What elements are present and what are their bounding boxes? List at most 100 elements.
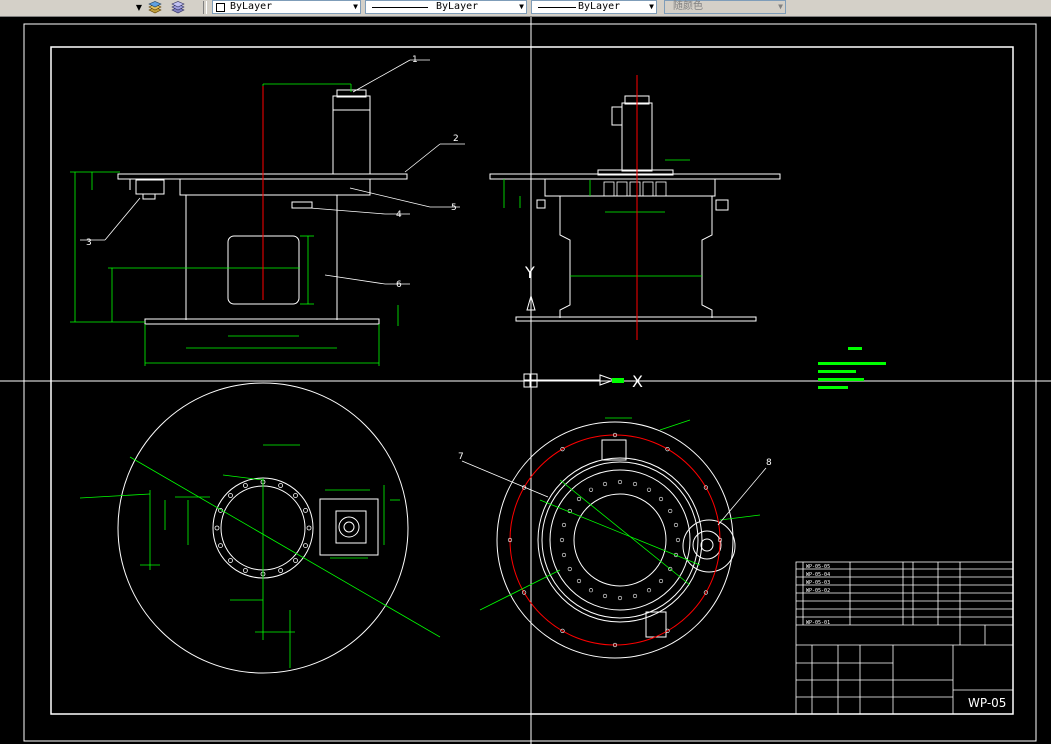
bolt-hole (242, 483, 248, 488)
leader-lines (80, 59, 465, 285)
bolt-hole (703, 590, 709, 595)
bolt-hole (303, 543, 308, 548)
bolt-hole (278, 483, 284, 488)
part-number: WP-05-02 (806, 588, 830, 594)
ucs-y-label: Y (524, 263, 535, 282)
slewing-ring-dimensions (479, 417, 761, 611)
bolt-hole (507, 537, 513, 543)
pitch-circle (509, 434, 721, 646)
bolt-hole (567, 566, 572, 572)
bolt-hole (303, 507, 308, 513)
plan-view-left-dimensions (79, 444, 441, 668)
bolt-circle-holes (507, 432, 723, 648)
part-number: WP-05-01 (806, 620, 830, 626)
bolt-hole (646, 588, 652, 593)
color-swatch-icon (216, 3, 225, 12)
lineweight-preview-icon (538, 7, 576, 8)
bolt-hole (278, 568, 284, 573)
bolt-hole (521, 590, 527, 595)
chevron-down-icon[interactable]: ▼ (353, 2, 358, 11)
properties-toolbar: ▼ ByLayer ▼ ByLayer ▼ ByLayer ▼ 随颜色 ▼ (0, 0, 1051, 17)
bolt-hole (218, 543, 223, 548)
bolt-hole (306, 525, 312, 531)
title-block-part-numbers: WP-05-05 WP-05-04 WP-05-03 WP-05-02 WP-0… (806, 564, 830, 626)
front-view-dimensions (70, 83, 399, 366)
bolt-hole (228, 493, 233, 498)
bolt-hole (561, 552, 567, 558)
bolt-hole (559, 537, 565, 543)
bolt-hole (717, 537, 723, 543)
lineweight-combo-value: ByLayer (578, 1, 621, 12)
bolt-hole (632, 481, 638, 487)
chevron-down-icon: ▼ (778, 2, 783, 11)
part-number: WP-05-04 (806, 572, 830, 578)
part-number: WP-05-03 (806, 580, 830, 586)
bolt-hole (673, 522, 679, 528)
lineweight-control-combo[interactable]: ByLayer ▼ (531, 0, 657, 14)
bolt-hole (673, 552, 679, 558)
layer-previous-icon[interactable] (171, 1, 185, 14)
bolt-hole (658, 496, 664, 502)
linetype-preview-icon (372, 7, 428, 8)
balloon-5: 5 (451, 203, 457, 213)
balloon-4: 4 (396, 210, 402, 220)
ucs-x-label: X (632, 372, 643, 391)
bolt-hole (242, 568, 248, 573)
bolt-hole (576, 578, 582, 584)
bolt-hole (658, 578, 664, 584)
toolbar-separator (203, 1, 207, 14)
chevron-down-icon[interactable]: ▼ (519, 2, 524, 11)
bolt-hole (668, 508, 673, 514)
drawing-frame (23, 23, 1037, 742)
bolt-circle-holes (214, 479, 312, 577)
drawing-canvas[interactable]: 1 2 3 4 5 6 (0, 17, 1051, 744)
part-number: WP-05-05 (806, 564, 830, 570)
bolt-hole (560, 628, 565, 634)
bolt-hole (665, 628, 670, 634)
bolt-hole (602, 593, 608, 599)
drawing-number: WP-05 (968, 696, 1006, 710)
bolt-hole (646, 487, 652, 492)
balloon-6: 6 (396, 280, 402, 290)
bolt-hole (214, 525, 220, 531)
bolt-hole (612, 642, 618, 648)
bolt-hole (560, 447, 565, 452)
bolt-hole (675, 537, 681, 543)
ucs-icon (523, 294, 624, 388)
title-block (795, 561, 1014, 715)
bolt-hole (561, 522, 567, 528)
chevron-down-icon[interactable]: ▼ (649, 2, 654, 11)
slewing-ring-view (496, 421, 736, 659)
layer-states-icon[interactable] (148, 1, 162, 14)
color-control-combo[interactable]: ByLayer ▼ (212, 0, 361, 14)
balloon-3: 3 (86, 238, 92, 248)
bolt-hole (668, 566, 673, 572)
balloon-8: 8 (766, 458, 772, 468)
side-view-connectors (603, 181, 667, 197)
balloon-2: 2 (453, 134, 459, 144)
bolt-hole (293, 493, 298, 498)
color-combo-value: ByLayer (230, 1, 273, 12)
bolt-hole (665, 447, 670, 452)
linetype-control-combo[interactable]: ByLayer ▼ (365, 0, 527, 14)
balloon-7: 7 (458, 452, 464, 462)
technical-notes (818, 347, 886, 389)
bolt-hole (617, 595, 623, 601)
bolt-hole (632, 593, 638, 599)
layer-dropdown-arrow-icon[interactable]: ▼ (135, 3, 143, 12)
bolt-hole (588, 487, 594, 492)
leader-lines (461, 460, 767, 526)
bolt-hole (293, 558, 298, 563)
linetype-combo-value: ByLayer (436, 1, 479, 12)
balloon-1: 1 (412, 55, 418, 65)
bolt-hole (576, 496, 582, 502)
bolt-hole (602, 481, 608, 487)
bolt-hole (612, 432, 618, 438)
plotstyle-control-combo: 随颜色 ▼ (664, 0, 786, 14)
bolt-hole (703, 485, 709, 490)
bolt-hole (588, 588, 594, 593)
bolt-hole (617, 479, 623, 485)
balloon-labels: 1 2 3 4 5 6 (86, 55, 459, 290)
bolt-hole (228, 558, 233, 563)
side-view-dimensions (503, 159, 702, 277)
